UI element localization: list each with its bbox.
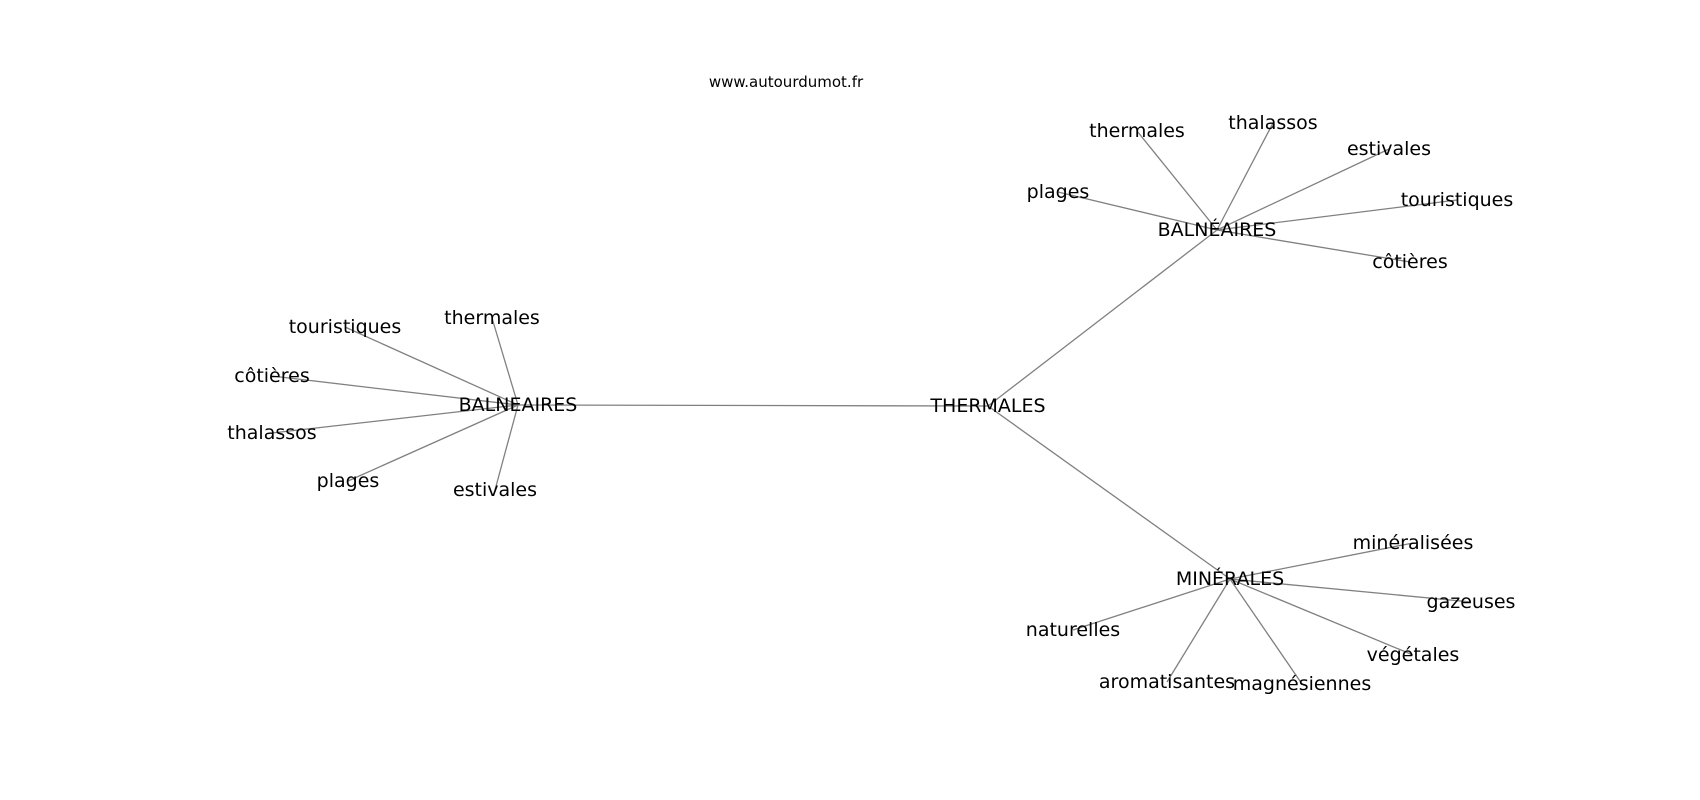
edge-balneaires_left-l_cotieres [271,375,519,406]
node-label-thermales-center: THERMALES [929,395,1045,417]
edge-balneaires_left-l_estivales [494,404,519,491]
node-label-t-cotieres: côtières [1372,251,1447,273]
edge-balneaires_top-t_estivales [1216,148,1390,231]
edge-balneaires_top-t_thermales [1136,130,1218,231]
node-label-t-touristiques: touristiques [1401,189,1514,211]
node-label-m-naturelles: naturelles [1026,619,1120,641]
node-label-l-estivales: estivales [453,479,537,501]
node-label-m-magnesiennes: magnésiennes [1233,673,1371,695]
edge-thermales_center-balneaires_left [517,404,989,407]
graph-node-labels: THERMALES BALNEAIRES BALNÉAIRES MINÉRALES to… [227,112,1515,695]
edge-minerales-m_magnesiennes [1229,578,1303,685]
node-label-minerales: MINÉRALES [1176,567,1284,590]
node-label-balneaires-top: BALNÉAIRES [1158,218,1277,241]
edge-balneaires_left-l_thalassos [271,404,519,434]
edge-minerales-m_vegetales [1229,578,1414,656]
edge-thermales_center-balneaires_top [987,229,1218,407]
node-label-l-cotieres: côtières [234,365,309,387]
edge-balneaires_left-l_touristiques [344,326,519,406]
edge-minerales-m_gazeuses [1229,578,1472,603]
node-label-l-touristiques: touristiques [289,316,402,338]
node-label-l-thalassos: thalassos [227,422,316,444]
node-label-balneaires-left: BALNEAIRES [459,394,578,416]
edge-minerales-m_aromatisantes [1166,578,1231,683]
source-watermark: www.autourdumot.fr [708,73,864,91]
edge-balneaires_top-t_plages [1057,191,1218,231]
node-label-t-estivales: estivales [1347,138,1431,160]
node-label-l-plages: plages [317,470,380,492]
node-label-m-mineralisees: minéralisées [1353,532,1474,554]
edge-thermales_center-minerales [987,405,1231,580]
node-label-t-thalassos: thalassos [1228,112,1317,134]
edge-balneaires_top-t_thalassos [1216,122,1274,231]
edge-balneaires_left-l_thermales [491,317,519,406]
node-label-m-gazeuses: gazeuses [1427,591,1516,613]
edge-minerales-m_naturelles [1072,578,1231,631]
edge-minerales-m_mineralisees [1229,542,1414,580]
edge-balneaires_left-l_plages [347,404,519,482]
edge-balneaires_top-t_cotieres [1216,229,1411,263]
node-label-m-vegetales: végétales [1367,644,1460,666]
node-label-t-thermales: thermales [1089,120,1185,142]
edge-balneaires_top-t_touristiques [1216,199,1458,231]
node-label-t-plages: plages [1027,181,1090,203]
node-label-m-aromatisantes: aromatisantes [1099,671,1235,693]
node-label-l-thermales: thermales [444,307,540,329]
graph-edges [271,122,1472,685]
